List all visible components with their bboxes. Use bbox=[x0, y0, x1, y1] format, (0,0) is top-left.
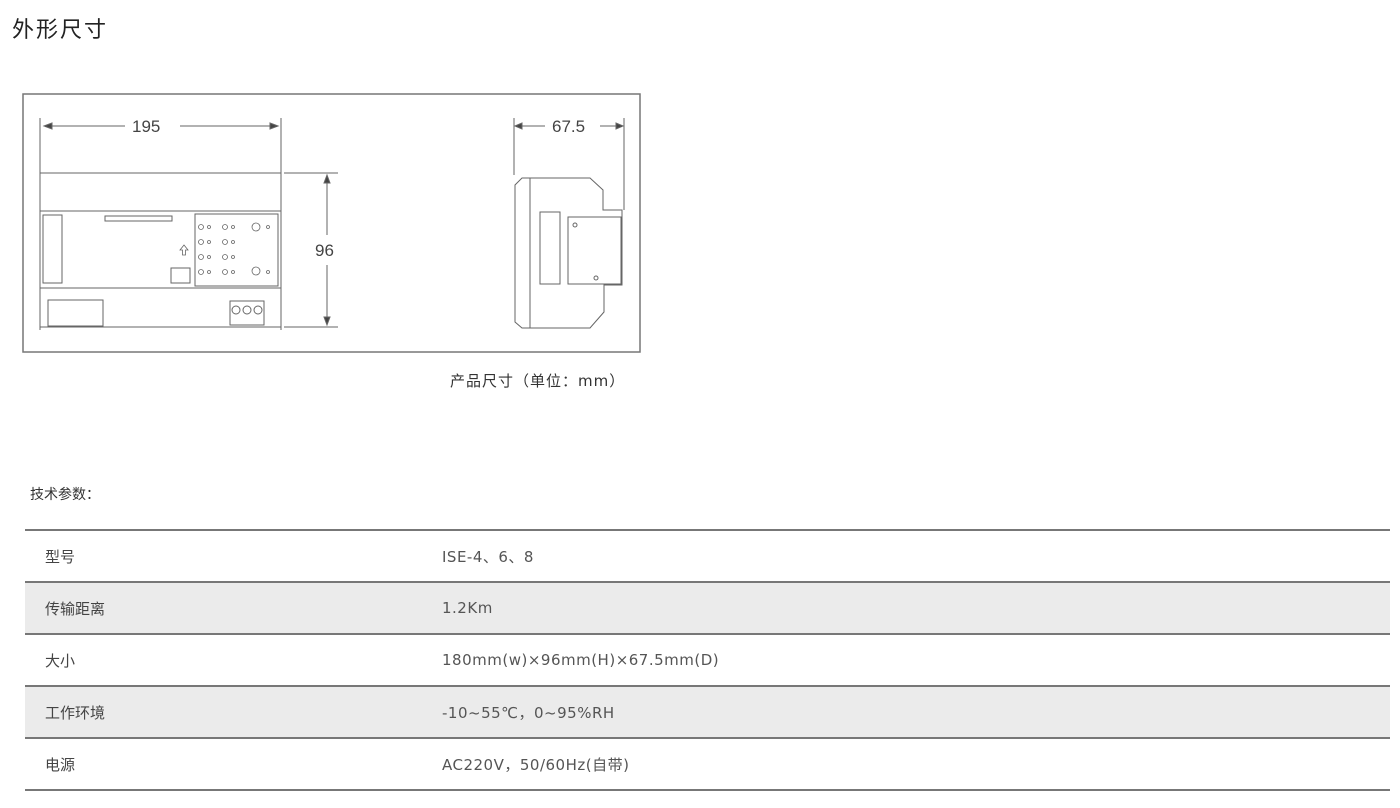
spec-label: 传输距离 bbox=[45, 599, 106, 618]
width-dimension: 195 bbox=[132, 117, 160, 136]
spec-value: 180mm(w)×96mm(H)×67.5mm(D) bbox=[442, 651, 720, 669]
spec-value: 1.2Km bbox=[442, 599, 493, 617]
spec-value: ISE-4、6、8 bbox=[442, 547, 534, 566]
table-row: 大小 180mm(w)×96mm(H)×67.5mm(D) bbox=[25, 635, 1390, 687]
front-view bbox=[39, 118, 338, 330]
specs-table: 型号 ISE-4、6、8 传输距离 1.2Km 大小 180mm(w)×96mm… bbox=[25, 529, 1390, 791]
table-row: 传输距离 1.2Km bbox=[25, 583, 1390, 635]
table-row: 工作环境 -10~55℃，0~95%RH bbox=[25, 687, 1390, 739]
specs-heading: 技术参数： bbox=[30, 487, 100, 503]
spec-value: -10~55℃，0~95%RH bbox=[442, 703, 615, 722]
spec-label: 大小 bbox=[45, 651, 76, 670]
height-dimension: 96 bbox=[315, 241, 334, 260]
section-title: 外形尺寸 bbox=[12, 18, 109, 43]
spec-value: AC220V，50/60Hz(自带) bbox=[442, 755, 630, 774]
drawing-caption: 产品尺寸（单位：mm） bbox=[450, 372, 626, 390]
spec-label: 电源 bbox=[45, 755, 76, 774]
table-row: 电源 AC220V，50/60Hz(自带) bbox=[25, 739, 1390, 791]
table-row: 型号 ISE-4、6、8 bbox=[25, 531, 1390, 583]
side-view bbox=[513, 118, 625, 329]
spec-label: 工作环境 bbox=[45, 703, 106, 722]
spec-label: 型号 bbox=[45, 547, 76, 566]
dimension-drawing: 195 96 67.5 bbox=[22, 93, 641, 353]
depth-dimension: 67.5 bbox=[552, 117, 585, 136]
